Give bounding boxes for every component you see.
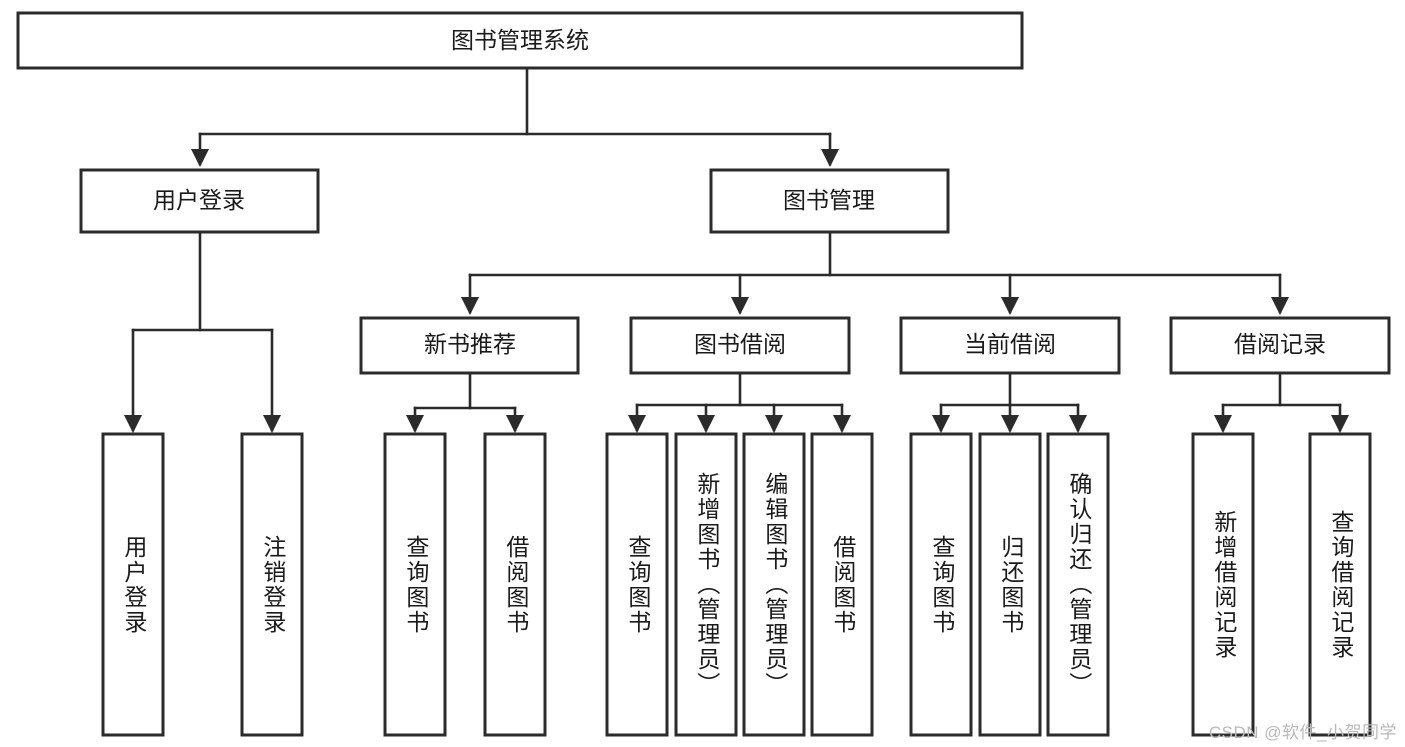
leaf-box-add-record[interactable] <box>1191 432 1255 737</box>
leaf-box-confirm-return[interactable] <box>1046 432 1110 737</box>
node-book-borrow-label: 图书借阅 <box>694 331 786 357</box>
leaf-box-logout[interactable] <box>240 432 304 737</box>
node-current-borrow[interactable]: 当前借阅 <box>899 316 1121 375</box>
leaf-box-query-book-1[interactable] <box>383 432 447 737</box>
leaf-box-borrow-book-2[interactable] <box>810 432 874 737</box>
edges-layer <box>123 66 1350 434</box>
leaf-box-add-book[interactable] <box>674 432 738 737</box>
node-new-book-recommend[interactable]: 新书推荐 <box>359 316 580 375</box>
node-root[interactable]: 图书管理系统 <box>16 11 1024 70</box>
node-user-login[interactable]: 用户登录 <box>79 168 320 234</box>
leaf-box-return-book[interactable] <box>978 432 1042 737</box>
node-current-borrow-label: 当前借阅 <box>964 331 1056 357</box>
node-root-label: 图书管理系统 <box>451 27 589 53</box>
node-user-login-label: 用户登录 <box>153 187 245 213</box>
node-borrow-record[interactable]: 借阅记录 <box>1169 316 1391 375</box>
leaf-box-query-record[interactable] <box>1308 432 1372 737</box>
leaf-box-query-book-2[interactable] <box>605 432 669 737</box>
leaf-box-user-login[interactable] <box>101 432 165 737</box>
node-book-manage[interactable]: 图书管理 <box>709 168 950 234</box>
leaf-box-borrow-book-1[interactable] <box>483 432 547 737</box>
node-book-borrow[interactable]: 图书借阅 <box>629 316 851 375</box>
leaf-box-edit-book[interactable] <box>742 432 806 737</box>
node-borrow-record-label: 借阅记录 <box>1234 331 1326 357</box>
node-new-book-recommend-label: 新书推荐 <box>424 331 516 357</box>
node-book-manage-label: 图书管理 <box>783 187 875 213</box>
leaf-box-query-book-3[interactable] <box>909 432 973 737</box>
nodes-layer: 图书管理系统 用户登录 图书管理 新书推荐 图书借阅 当前 <box>16 11 1391 737</box>
